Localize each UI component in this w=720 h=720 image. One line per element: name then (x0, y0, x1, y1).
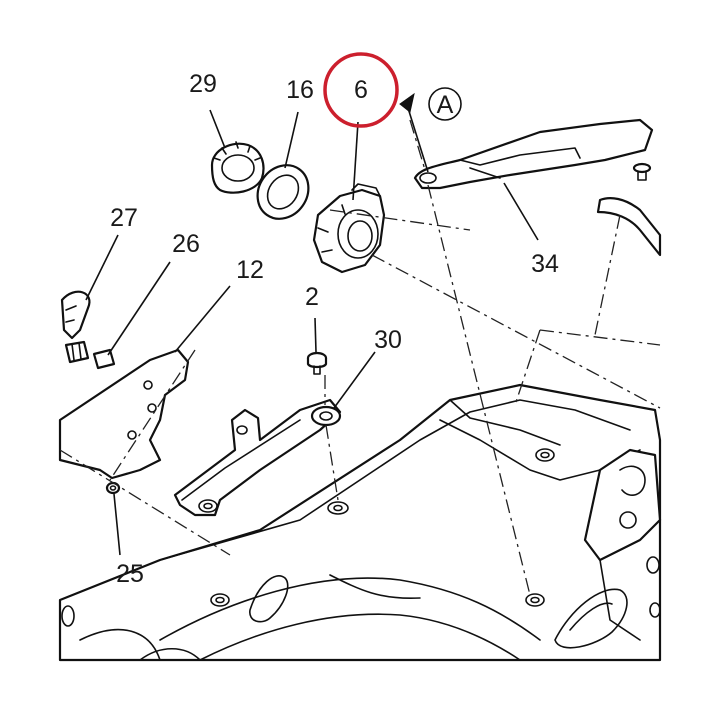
callout-34: 34 (531, 250, 559, 278)
callout-27: 27 (110, 204, 138, 232)
callout-6: 6 (354, 76, 368, 104)
frame-assembly (58, 383, 662, 662)
part-2-screw (306, 351, 328, 375)
view-a-circle (428, 87, 462, 121)
part-26-grommet (64, 340, 116, 370)
part-34-bracket-arm (413, 118, 654, 190)
callout-12: 12 (236, 256, 264, 284)
callout-29: 29 (189, 70, 217, 98)
curved-bracket-right (596, 197, 662, 257)
highlight-circle (323, 52, 399, 128)
callout-26: 26 (172, 230, 200, 258)
part-16-flat-washer (256, 164, 310, 220)
part-25-washer (105, 481, 121, 495)
part-30-washer (310, 405, 342, 427)
view-arrow-a (399, 87, 462, 173)
callout-30: 30 (374, 326, 402, 354)
callout-a: A (437, 91, 454, 119)
part-29-ring-nut (210, 141, 265, 194)
small-screw-top-right (632, 162, 652, 181)
part-27-connector (60, 290, 91, 340)
callout-labels: 29 16 6 A 34 27 26 12 2 30 25 (110, 70, 559, 588)
callout-25: 25 (116, 560, 144, 588)
part-6-clamp-nut (312, 183, 386, 274)
part-12-side-plate (58, 348, 190, 480)
callout-2: 2 (305, 283, 319, 311)
assembly-lines (59, 119, 661, 596)
callout-16: 16 (286, 76, 314, 104)
leader-lines (85, 109, 539, 556)
